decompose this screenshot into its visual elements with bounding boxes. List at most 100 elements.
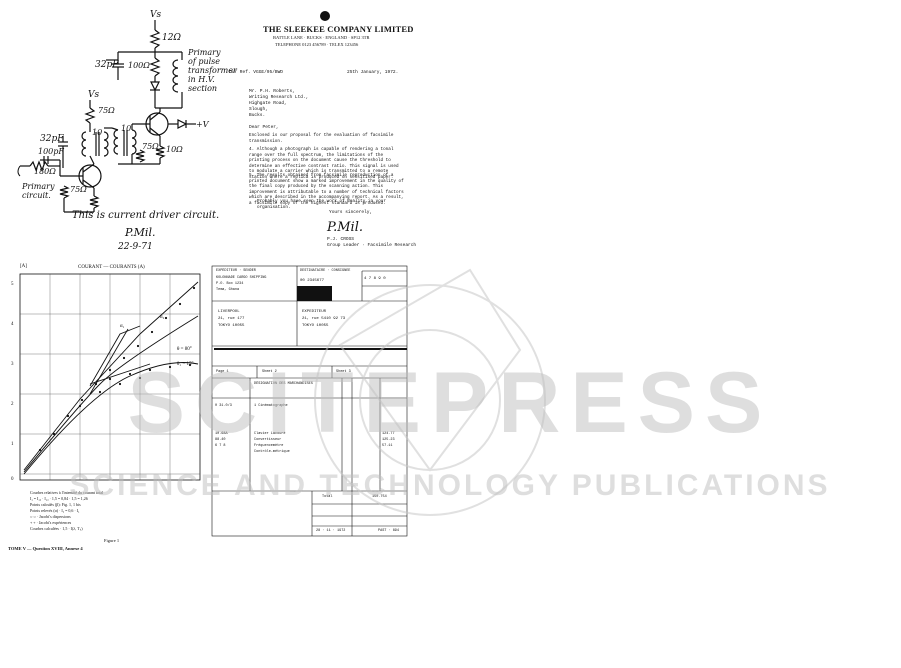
y-tick-4: 1 <box>11 442 14 447</box>
letter-ref: Our Ref. VGGE/95/BWD <box>229 70 284 75</box>
label-primary-e: section <box>188 84 218 93</box>
graph-legend: Courbes relatives à l'intensité du coura… <box>30 490 200 532</box>
legend-line-6: Courbes calculées · 1,5 · I(λ, Tₛ) <box>30 526 83 531</box>
label-n10a: 10 <box>92 128 103 137</box>
y-tick-0: 5 <box>11 282 14 287</box>
label-c32b: 32pF <box>40 134 64 144</box>
form-consignor: EXPEDITEUR <box>302 310 327 314</box>
graph-data-point <box>168 365 172 369</box>
form-row2-code: 10.68A <box>215 432 228 436</box>
graph-data-point <box>118 382 122 386</box>
letter-to3: Highgate Road, <box>249 101 287 106</box>
graph-data-point <box>150 330 154 334</box>
form-amount-1: 124.77 <box>382 432 395 436</box>
form-total-label: Total <box>322 495 333 499</box>
legend-line-2: Points calculés (β): Fig. 1, 1 bis <box>30 502 81 507</box>
label-vs: Vs <box>150 10 162 20</box>
label-primary-c: transformer <box>188 66 237 75</box>
letter-panel: THE SLEEKEE COMPANY LIMITED BATTLE LANE … <box>215 0 430 262</box>
graph-plot <box>19 273 201 481</box>
graph-data-point <box>38 448 42 452</box>
graph-data-point <box>80 398 84 402</box>
graph-data-point <box>136 344 140 348</box>
label-n10b: 10 <box>121 124 132 133</box>
y-tick-5: 0 <box>11 477 14 482</box>
circuit-schematic <box>17 20 196 213</box>
graph-data-point <box>138 376 142 380</box>
label-vs2: Vs <box>88 90 100 100</box>
label-v-plus: +V <box>196 120 209 129</box>
graph-corner-label: [A] <box>20 264 27 269</box>
label-r75b: 75Ω <box>70 185 87 194</box>
curve-label-2: α₂ <box>160 315 165 320</box>
form-sender-header: EXPÉDITEUR · SENDER <box>216 269 256 273</box>
legend-line-1: I₁ = I₁₂ · I₁₃ · 1,5 = 0,84 · 1,5 = 1,26 <box>30 496 88 501</box>
letter-paragraph-3: 5. The results obtained from facsimile r… <box>249 173 404 206</box>
company-logo <box>320 11 330 21</box>
graph-panel: [A] COURANT — COURANTS (A) 5 4 3 2 1 0 α… <box>0 262 215 562</box>
form-amount-2: 125.23 <box>382 438 395 442</box>
label-primary-circuit-a: Primary <box>22 182 55 191</box>
form-row2-code3: 6 7 8 <box>215 444 226 448</box>
form-total-value: 150.754 <box>372 495 387 499</box>
y-tick-3: 2 <box>11 402 14 407</box>
graph-data-point <box>148 368 152 372</box>
letter-signer-title: Group Leader · Facsimile Research <box>327 243 417 248</box>
label-r75a: 75Ω <box>98 106 115 115</box>
form-sender-addr2: Tema, Ghana <box>216 288 240 292</box>
form-consignee-addr1: 21, rue 177 <box>218 317 245 321</box>
form-sender-addr1: P.O. Box 1234 <box>216 282 244 286</box>
circuit-signature: P.Mil. <box>125 226 156 239</box>
y-tick-1: 4 <box>11 322 14 327</box>
graph-data-point <box>122 356 126 360</box>
graph-footer: TOME V — Question XVIII, Annexe 4 <box>8 546 83 551</box>
letter-paragraph-1: Enclosed is our proposal for the evaluat… <box>249 133 394 144</box>
label-r12: 12Ω <box>162 33 181 43</box>
graph-data-point <box>108 377 112 381</box>
letter-address1: BATTLE LANE · BUCKS · ENGLAND · SP12 3TR <box>273 35 370 40</box>
form-consignor-addr1: 21, rue 5410 92 73 <box>302 317 346 321</box>
label-c32a: 32pF <box>95 60 119 70</box>
letter-closing: Yours sincerely, <box>329 210 373 215</box>
letter-paragraph-2: 4. Although a photograph is capable of r… <box>249 147 399 180</box>
form-doc-no: 00 2345677 <box>300 279 325 283</box>
graph-data-point <box>78 404 82 408</box>
label-r100: 100Ω <box>128 61 150 70</box>
letter-to1: Mr. P.H. Roberts, <box>249 89 295 94</box>
label-r180: 180Ω <box>34 167 56 176</box>
form-row2-desc3: Fréquencemètre <box>254 444 284 448</box>
legend-title: Courbes relatives à l'intensité du coura… <box>30 490 104 495</box>
label-primary-a: Primary <box>188 48 221 57</box>
graph-data-point <box>108 368 112 372</box>
form-panel: EXPÉDITEUR · SENDER KOLONNADE CARGO SHIP… <box>211 265 412 551</box>
form-foot-date: 28 · 11 · 1972 <box>316 529 346 533</box>
form-row2-code2: 88.40 <box>215 438 226 442</box>
form-consignee-header: DESTINATAIRE · CONSIGNEE <box>300 269 351 273</box>
letter-signature: P.Mil. <box>327 220 364 235</box>
form-page: Page 1 <box>216 370 229 374</box>
form-sender-name: KOLONNADE CARGO SHIPPING <box>216 276 267 280</box>
form-grid <box>211 265 408 537</box>
form-consignee-addr2: TOKYO 10055 <box>218 324 245 328</box>
form-consignee-name: LIVERPOOL <box>218 310 240 314</box>
graph-data-point <box>188 363 192 367</box>
graph-figure-label: Figure 1 <box>104 538 120 543</box>
legend-line-5: + + · Jacobi's expériences <box>30 520 72 525</box>
circuit-date: 22-9-71 <box>118 242 153 252</box>
label-c100: 100pF <box>38 147 64 156</box>
legend-line-4: ○ ○ · Jacobi's dispersions <box>30 514 71 519</box>
label-r75c: 75Ω <box>142 142 159 151</box>
curve-label-4: θ₁ = 15° <box>177 362 194 367</box>
label-primary-d: in H.V. <box>188 75 215 84</box>
form-desc-header: DÉSIGNATION DES MARCHANDISES <box>254 382 313 386</box>
label-primary-b: of pulse <box>188 57 220 66</box>
circuit-note: This is current driver circuit. <box>72 210 220 221</box>
letter-signer-name: P.J. CROSS <box>327 237 355 242</box>
letter-address2: TELEPHONE 0123 456789 · TELEX 123456 <box>275 42 359 47</box>
form-consignor-addr2: TOKYO 10055 <box>302 324 329 328</box>
form-serial: 4 7 8 9 0 <box>364 277 386 281</box>
form-row1-desc: 1 Cinématographe <box>254 404 288 408</box>
graph-data-point <box>192 286 196 290</box>
form-sheet-a: Sheet 2 <box>262 370 277 374</box>
letter-paragraph-4: Probably you have seen the work of Reali… <box>257 199 386 210</box>
